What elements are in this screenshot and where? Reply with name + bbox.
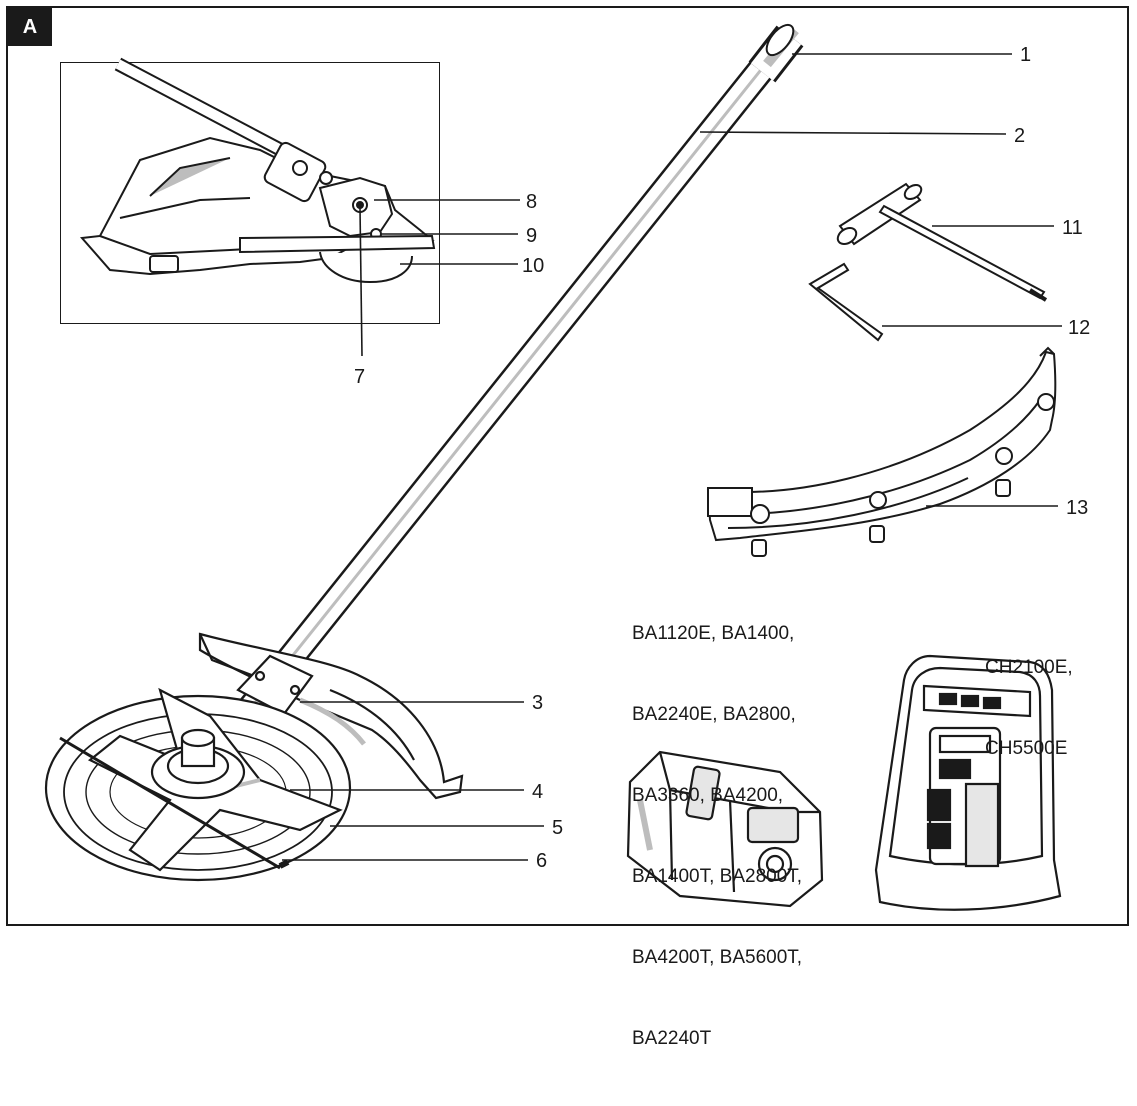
- guard-extension-illustration: [706, 346, 1057, 557]
- charger-model-line: CH5500E: [985, 738, 1068, 759]
- callout-11: 11: [1062, 217, 1083, 239]
- cutting-head-illustration: [44, 632, 464, 882]
- battery-model-line: BA4200T, BA5600T,: [632, 947, 803, 968]
- shaft-illustration: [227, 23, 804, 733]
- drawing-layer: 1 2 3 4 5 6 7 8 9 10 11 12 13: [44, 23, 1090, 911]
- leader-line-7: [359, 207, 363, 357]
- detail-inset-frame: [60, 62, 440, 324]
- inset-gear-head-illustration: [79, 57, 436, 284]
- battery-model-line: BA1400T, BA2800T,: [632, 866, 803, 887]
- callout-8: 8: [526, 191, 537, 213]
- battery-model-line: BA2240T: [632, 1028, 712, 1049]
- callout-7: 7: [354, 366, 365, 388]
- callout-numbers: 1 2 3 4 5 6 7 8 9 10 11 12 13: [354, 44, 1090, 872]
- leader-line-2: [699, 131, 1007, 135]
- allen-key-illustration: [808, 262, 884, 342]
- battery-model-line: BA3360, BA4200,: [632, 785, 784, 806]
- battery-model-list: BA1120E, BA1400, BA2240E, BA2800, BA3360…: [632, 566, 802, 1106]
- callout-5: 5: [552, 817, 563, 839]
- charger-illustration: [874, 654, 1062, 911]
- callout-9: 9: [526, 225, 537, 247]
- callout-2: 2: [1014, 125, 1025, 147]
- callout-10: 10: [522, 255, 544, 277]
- figure-frame: [6, 6, 1129, 926]
- callout-4: 4: [532, 781, 543, 803]
- charger-model-line: CH2100E,: [985, 657, 1073, 678]
- battery-illustration: [626, 750, 824, 908]
- parts-diagram: A: [6, 6, 1129, 1049]
- callout-13: 13: [1066, 497, 1088, 519]
- battery-model-line: BA1120E, BA1400,: [632, 623, 795, 644]
- charger-model-list: CH2100E, CH5500E: [985, 600, 1073, 816]
- figure-label-badge: A: [8, 8, 52, 46]
- battery-model-line: BA2240E, BA2800,: [632, 704, 796, 725]
- leader-lines: [282, 53, 1062, 861]
- callout-12: 12: [1068, 317, 1090, 339]
- t-wrench-illustration: [836, 182, 1048, 302]
- callout-3: 3: [532, 692, 543, 714]
- callout-1: 1: [1020, 44, 1031, 66]
- callout-6: 6: [536, 850, 547, 872]
